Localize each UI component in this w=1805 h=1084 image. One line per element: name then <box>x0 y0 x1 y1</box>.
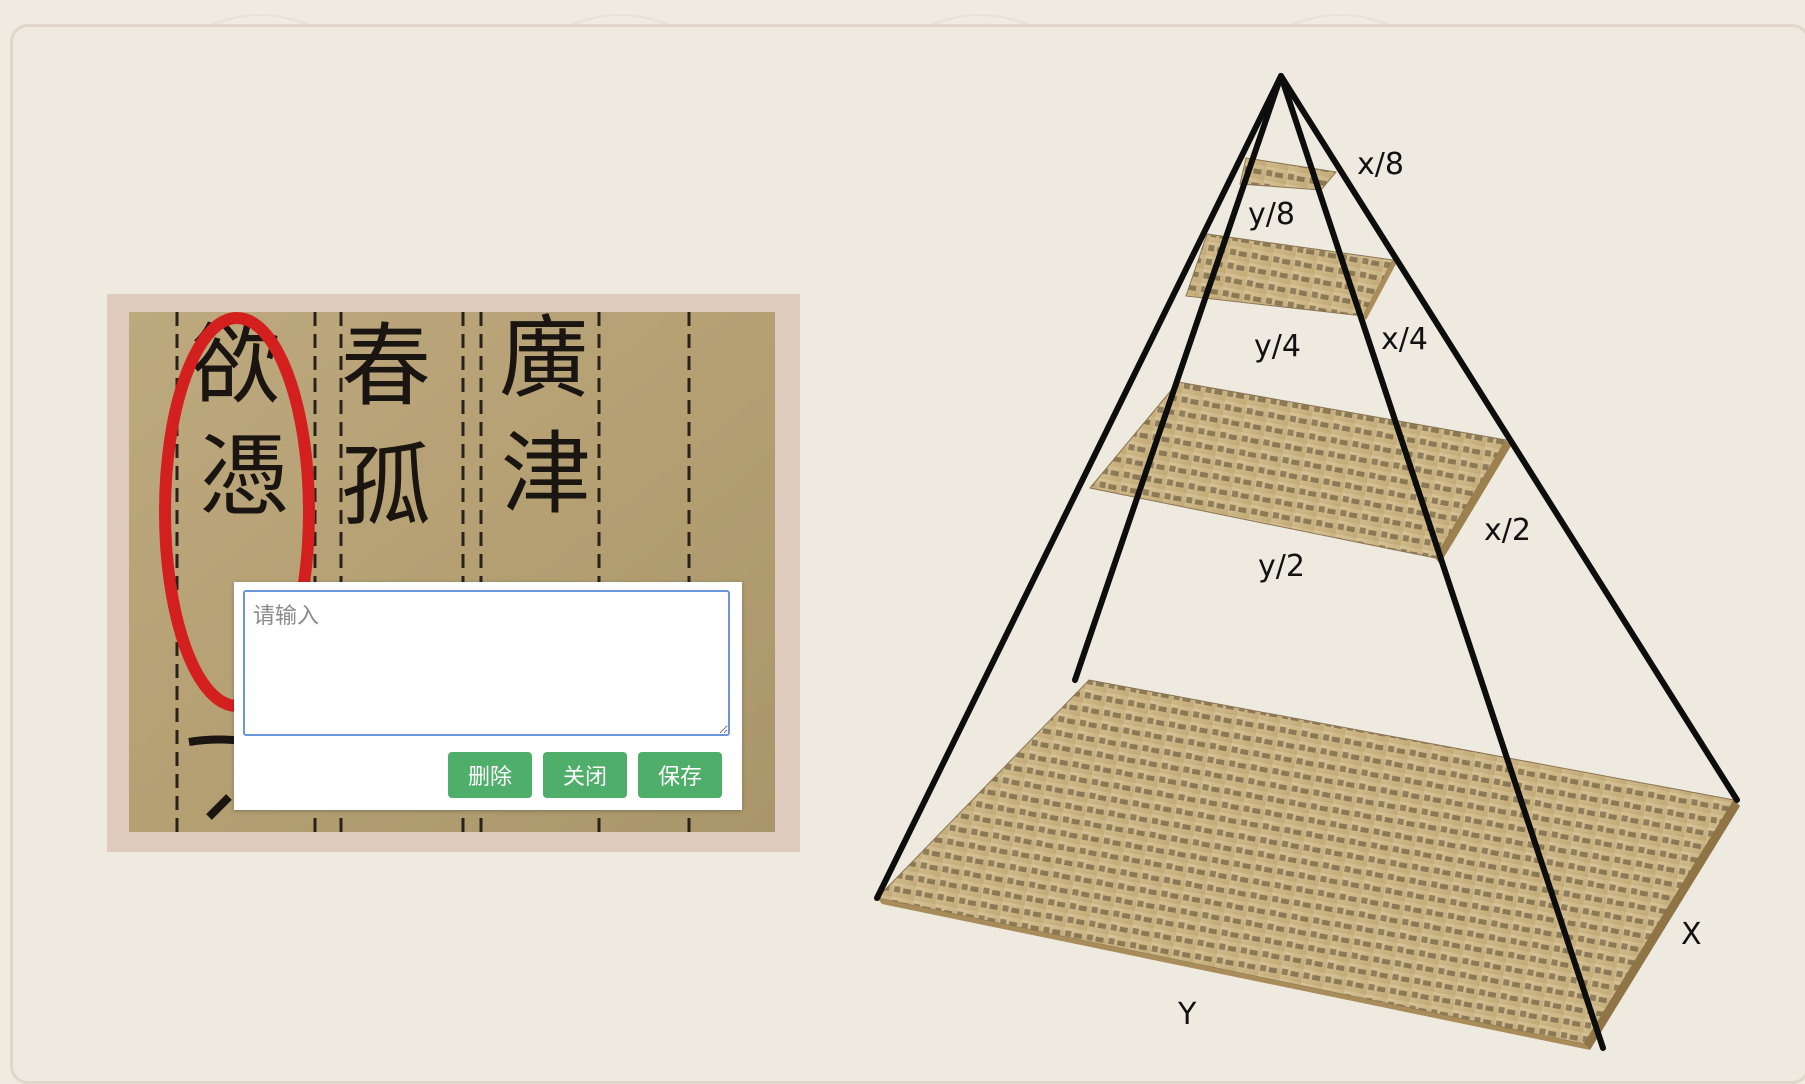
label-x-full: X <box>1681 917 1702 952</box>
manuscript-char: 津 <box>501 422 591 527</box>
manuscript-panel: 欲 憑 春 孤 廣 津 删除 关闭 保存 <box>107 294 800 852</box>
manuscript-char: 廣 <box>499 312 589 411</box>
pyramid-edges <box>874 73 1740 1051</box>
save-button[interactable]: 保存 <box>638 752 722 798</box>
label-y8: y/8 <box>1248 197 1295 232</box>
manuscript-char: 憑 <box>199 424 289 529</box>
delete-button[interactable]: 删除 <box>448 752 532 798</box>
close-button[interactable]: 关闭 <box>543 752 627 798</box>
label-x2: x/2 <box>1484 513 1531 548</box>
label-y2: y/2 <box>1258 549 1305 584</box>
label-x4: x/4 <box>1381 322 1428 357</box>
annotation-popup: 删除 关闭 保存 <box>234 582 742 810</box>
manuscript-char: 孤 <box>341 434 431 539</box>
label-x8: x/8 <box>1357 147 1404 182</box>
label-y-full: Y <box>1178 997 1197 1032</box>
pyramid-level-half <box>1089 381 1511 564</box>
annotation-input[interactable] <box>243 590 730 736</box>
manuscript-char: 春 <box>341 314 431 419</box>
pyramid-level-full <box>876 679 1740 1050</box>
pyramid-level-quarter <box>1185 233 1396 320</box>
label-y4: y/4 <box>1254 329 1301 364</box>
